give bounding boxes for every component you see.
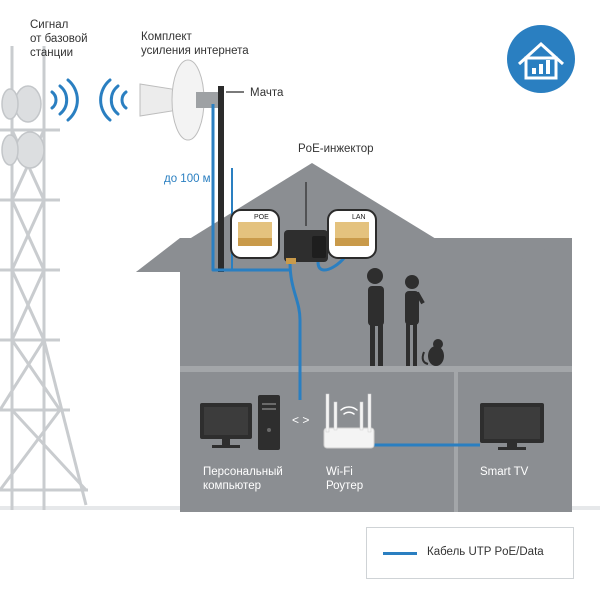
people-silhouette <box>367 268 425 366</box>
smart-home-icon <box>507 25 575 93</box>
kit-label: Комплект усиления интернета <box>141 31 249 57</box>
tower-antennas <box>1 85 45 169</box>
connector-symbol: < > <box>292 413 310 427</box>
house <box>136 163 572 512</box>
poe-port-label: POE <box>254 214 269 221</box>
mast <box>218 86 244 272</box>
legend-cable-label: Кабель UTP PoE/Data <box>427 546 544 558</box>
tv-label: Smart TV <box>480 466 529 478</box>
legend: Кабель UTP PoE/Data <box>366 527 574 579</box>
lan-port-callout <box>327 209 377 259</box>
cat-silhouette <box>421 339 444 366</box>
poe-port-callout <box>230 209 280 259</box>
pc-label: Персональный компьютер <box>203 466 283 492</box>
lan-port-label: LAN <box>352 214 366 221</box>
distance-label: до 100 м <box>164 173 211 185</box>
legend-cable-swatch <box>383 552 417 555</box>
poe-injector <box>284 182 328 264</box>
pc-icon <box>200 395 280 450</box>
poe-injector-label: PoE-инжектор <box>298 143 374 155</box>
tower-signal-waves-icon <box>50 78 79 122</box>
cell-tower <box>0 46 88 510</box>
antenna-kit <box>139 59 218 141</box>
signal-label: Сигнал от базовой станции <box>30 19 88 59</box>
router-label: Wi-Fi Роутер <box>326 466 364 492</box>
tv-icon <box>480 403 544 450</box>
router-icon <box>323 393 375 449</box>
antenna-signal-waves-icon <box>99 78 128 122</box>
mast-label: Мачта <box>250 87 284 99</box>
